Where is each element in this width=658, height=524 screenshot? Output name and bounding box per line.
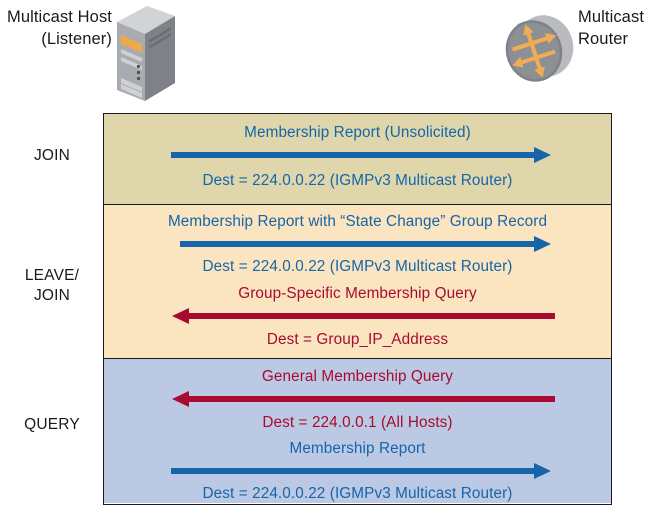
message-title: Group-Specific Membership Query <box>238 285 477 302</box>
arrow-head <box>172 308 189 324</box>
arrow-router-to-host <box>172 308 555 324</box>
arrow-shaft <box>189 313 555 319</box>
arrow-router-to-host <box>172 391 555 407</box>
arrow-shaft <box>171 152 534 158</box>
arrow-host-to-router <box>171 463 551 479</box>
arrow-head <box>534 147 551 163</box>
arrow-host-to-router <box>180 236 551 252</box>
stage-label-leave: LEAVE/ JOIN <box>24 267 80 304</box>
band-leave: Membership Report with “State Change” Gr… <box>104 204 611 358</box>
message-title: General Membership Query <box>261 368 454 385</box>
band-query: General Membership Query Dest = 224.0.0.… <box>104 358 611 503</box>
message-title: Membership Report (Unsolicited) <box>244 124 471 141</box>
message-title: Membership Report with “State Change” Gr… <box>167 213 548 230</box>
message-destination: Dest = Group_IP_Address <box>266 331 449 348</box>
arrow-head <box>534 236 551 252</box>
stage-label-query: QUERY <box>24 416 80 433</box>
arrow-shaft <box>180 241 534 247</box>
message-destination: Dest = 224.0.0.22 (IGMPv3 Multicast Rout… <box>202 172 513 189</box>
message-destination: Dest = 224.0.0.1 (All Hosts) <box>262 414 453 431</box>
router-cylinder-icon <box>505 15 574 82</box>
tower-computer-icon <box>117 6 175 101</box>
arrow-head <box>172 391 189 407</box>
igmp-flow-diagram: Membership Report (Unsolicited) Dest = 2… <box>103 113 612 505</box>
arrow-head <box>534 463 551 479</box>
message-title: Membership Report <box>289 440 426 457</box>
message-destination: Dest = 224.0.0.22 (IGMPv3 Multicast Rout… <box>202 258 513 275</box>
arrow-shaft <box>189 396 555 402</box>
arrow-shaft <box>171 468 534 474</box>
band-join: Membership Report (Unsolicited) Dest = 2… <box>104 114 611 204</box>
host-endpoint-label: Multicast Host (Listener) <box>6 8 112 48</box>
arrow-host-to-router <box>171 147 551 163</box>
stage-label-join: JOIN <box>33 147 71 164</box>
router-endpoint-label: Multicast Router <box>578 8 644 48</box>
message-destination: Dest = 224.0.0.22 (IGMPv3 Multicast Rout… <box>202 485 513 502</box>
